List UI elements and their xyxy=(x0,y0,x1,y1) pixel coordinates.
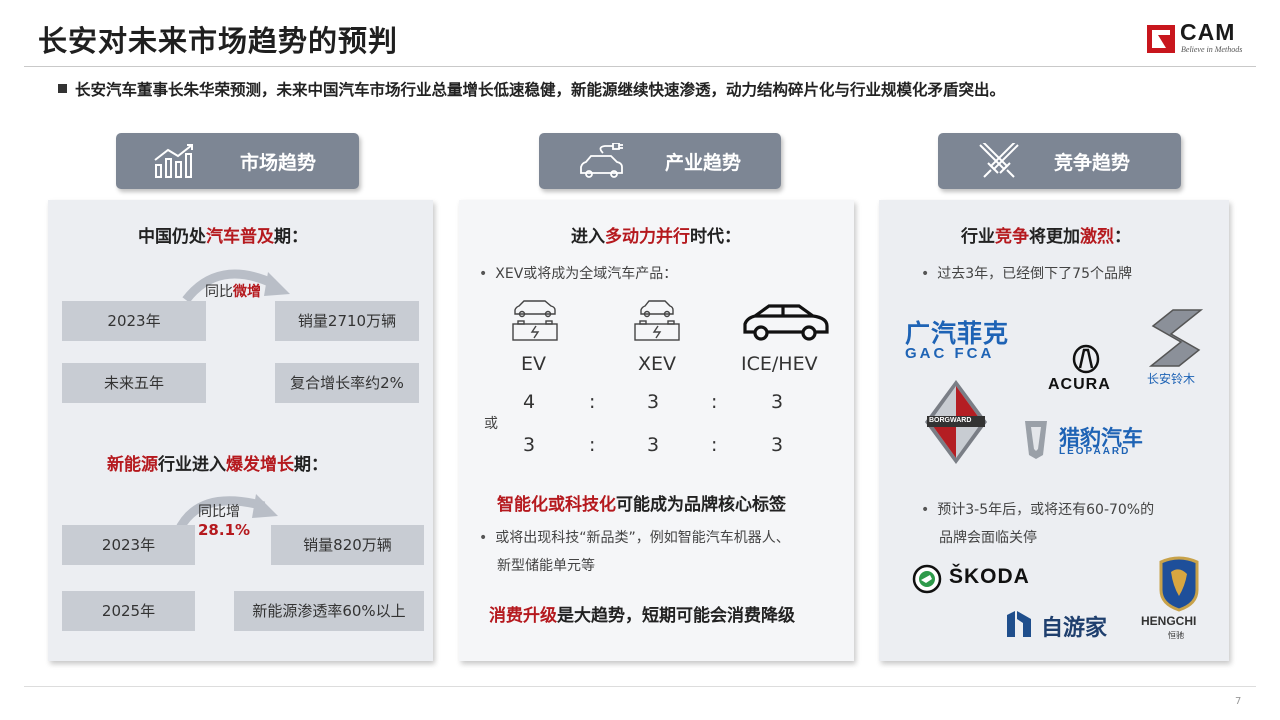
skoda-logo-text: ŠKODA xyxy=(949,565,1030,588)
page-title: 长安对未来市场趋势的预判 xyxy=(38,24,399,58)
hengchi-logo-cn: 恒驰 xyxy=(1168,631,1184,640)
tab-market-trend: 市场趋势 xyxy=(116,133,359,189)
market-2023-year: 2023年 xyxy=(62,301,206,341)
crossed-swords-icon xyxy=(979,143,1019,178)
competition-bullet-2: 预计3-5年后，或将还有60-70%的 xyxy=(921,499,1154,519)
leopaard-logo-cn: 猎豹汽车 xyxy=(1059,426,1143,450)
nev-2023-sales: 销量820万辆 xyxy=(271,525,424,565)
zyj-logo-icon xyxy=(1007,611,1031,637)
logo-text: CAM xyxy=(1180,19,1236,45)
competition-bullet-2-cont: 品牌会面临关停 xyxy=(939,530,1037,546)
borgward-logo-icon xyxy=(925,380,987,464)
ratio1-ev: 4 xyxy=(523,391,536,413)
page-number: 7 xyxy=(1235,696,1242,707)
market-2023-sales: 销量2710万辆 xyxy=(275,301,419,341)
competition-heading: 行业竞争将更加激烈： xyxy=(961,227,1131,247)
curved-arrow-icon-2 xyxy=(173,494,278,534)
consumption-line: 消费升级是大趋势，短期可能会消费降级 xyxy=(489,606,795,626)
yoy-label-2: 同比增 xyxy=(198,504,240,520)
header-divider xyxy=(24,66,1256,67)
industry-panel: 进入多动力并行时代： XEV或将成为全域汽车产品： EV xyxy=(459,200,854,661)
industry-bullet-1: XEV或将成为全域汽车产品： xyxy=(479,263,677,283)
industry-bullet-2-cont: 新型储能单元等 xyxy=(497,558,595,574)
cam-logo: CAM Believe in Methods xyxy=(1146,19,1258,58)
nev-2023-year: 2023年 xyxy=(62,525,195,565)
ratio1-colon-2: : xyxy=(711,391,718,413)
ev-charging-car-icon xyxy=(580,143,623,178)
square-bullet-icon xyxy=(58,84,67,93)
leopaard-logo-en: LEOPAARD xyxy=(1059,446,1131,457)
hengchi-logo-text: HENGCHI xyxy=(1141,614,1197,628)
ratio1-colon-1: : xyxy=(589,391,596,413)
leopaard-logo-icon xyxy=(1025,421,1047,459)
ratio1-xev: 3 xyxy=(647,391,660,413)
yoy-label-1: 同比微增 xyxy=(205,284,261,300)
competition-panel: 行业竞争将更加激烈： 过去3年，已经倒下了75个品牌 广汽菲克 GAC FCA … xyxy=(879,200,1229,661)
ratio2-colon-2: : xyxy=(711,434,718,456)
tab-competition-label: 竞争趋势 xyxy=(1054,152,1131,174)
curved-arrow-icon xyxy=(182,269,290,303)
xev-car-icon xyxy=(634,300,680,341)
tab-industry-trend: 产业趋势 xyxy=(539,133,781,189)
industry-tagline: 智能化或科技化可能成为品牌核心标签 xyxy=(497,495,786,515)
gac-fca-logo-cn: 广汽菲克 xyxy=(905,319,1010,348)
suzuki-logo-icon xyxy=(1148,309,1204,367)
market-panel: 中国仍处汽车普及期： 同比微增 2023年 销量2710万辆 未来五年 复合增长… xyxy=(48,200,433,661)
ratio2-ice: 3 xyxy=(771,434,784,456)
gac-fca-logo-en: GAC FCA xyxy=(905,345,995,362)
industry-heading: 进入多动力并行时代： xyxy=(571,227,741,247)
type-ev: EV xyxy=(521,353,547,375)
ev-car-icon xyxy=(512,300,558,341)
market-heading-1: 中国仍处汽车普及期： xyxy=(138,227,308,247)
acura-logo-text: ACURA xyxy=(1048,376,1111,393)
summary-line: 长安汽车董事长朱华荣预测，未来中国汽车市场行业总量增长低速稳健，新能源继续快速渗… xyxy=(58,78,1005,100)
nev-2025-year: 2025年 xyxy=(62,591,195,631)
borgward-logo-text: BORGWARD xyxy=(929,417,972,424)
yoy-value-2: 28.1% xyxy=(198,521,251,539)
tab-industry-label: 产业趋势 xyxy=(665,152,742,174)
ratio2-ev: 3 xyxy=(523,434,536,456)
zyj-logo-text: 自游家 xyxy=(1041,616,1108,641)
hengchi-logo-icon xyxy=(1159,556,1199,612)
cam-logo-icon xyxy=(1147,25,1175,53)
suzuki-logo-text: 长安铃木 xyxy=(1147,372,1196,386)
type-ice-hev: ICE/HEV xyxy=(741,353,818,375)
nev-penetration: 新能源渗透率60%以上 xyxy=(234,591,424,631)
acura-logo-icon xyxy=(1072,344,1100,374)
summary-text: 长安汽车董事长朱华荣预测，未来中国汽车市场行业总量增长低速稳健，新能源继续快速渗… xyxy=(75,81,1006,99)
industry-bullet-2: 或将出现科技“新品类”，例如智能汽车机器人、 xyxy=(479,527,790,547)
type-xev: XEV xyxy=(638,353,677,375)
footer-divider xyxy=(24,686,1256,687)
skoda-logo-icon xyxy=(912,564,942,594)
logo-tagline: Believe in Methods xyxy=(1181,45,1243,54)
growth-chart-icon xyxy=(154,144,193,178)
market-cagr: 复合增长率约2% xyxy=(275,363,419,403)
ratio2-colon-1: : xyxy=(589,434,596,456)
or-label: 或 xyxy=(484,416,498,432)
market-heading-2: 新能源行业进入爆发增长期： xyxy=(107,455,328,475)
market-next-five-years: 未来五年 xyxy=(62,363,206,403)
ratio2-xev: 3 xyxy=(647,434,660,456)
tab-market-label: 市场趋势 xyxy=(240,152,317,174)
competition-bullet-1: 过去3年，已经倒下了75个品牌 xyxy=(921,263,1132,283)
ice-car-icon xyxy=(743,304,829,341)
ratio1-ice: 3 xyxy=(771,391,784,413)
tab-competition-trend: 竞争趋势 xyxy=(938,133,1181,189)
